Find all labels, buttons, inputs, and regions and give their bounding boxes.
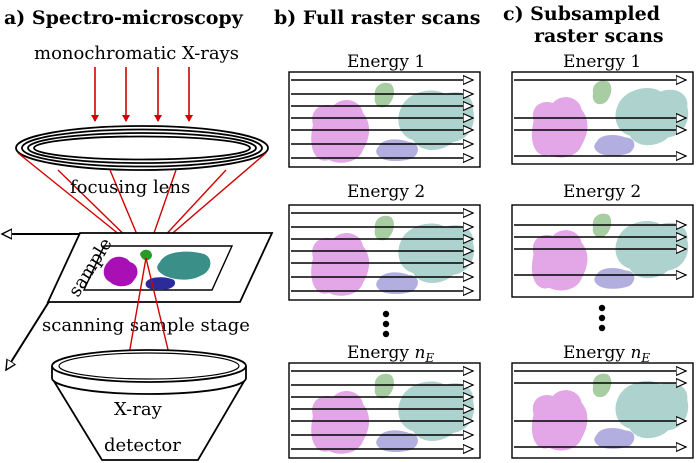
panel-c-scan-energy-1 — [511, 71, 694, 165]
panel-c-scan-energy-2 — [511, 204, 694, 298]
scan-direction-arrow-diagonal — [5, 299, 51, 370]
panel-a-heading: a) Spectro-microscopy — [4, 7, 244, 29]
sample-feature-magenta — [103, 256, 138, 287]
panel-b-scan-energy-nE — [288, 362, 481, 459]
panel-c-heading-line-1: c) Subsampled — [503, 3, 660, 25]
xray-label: monochromatic X-rays — [34, 43, 239, 64]
incoming-xray-arrows — [91, 67, 193, 122]
sample-feature-navy — [145, 277, 176, 290]
lens-label: focusing lens — [70, 177, 190, 198]
sample-feature-green — [140, 249, 152, 261]
panel-c-energy-nE-label: Energy nE — [563, 343, 650, 365]
panel-c-heading-line-2: raster scans — [534, 25, 664, 47]
detector-label-line-1: X-ray — [114, 399, 163, 420]
panel-c-scan-energy-nE — [511, 362, 694, 459]
panel-b-energy-nE-label: Energy nE — [347, 343, 434, 365]
panel-b-energy-1-label: Energy 1 — [347, 52, 425, 72]
panel-b-scan-energy-2 — [288, 204, 481, 301]
focusing-lens — [15, 125, 269, 171]
panel-b-energy-2-label: Energy 2 — [347, 182, 425, 202]
panel-c-energy-2-label: Energy 2 — [563, 182, 641, 202]
panel-b-ellipsis-dots — [382, 310, 390, 338]
panel-c-ellipsis-dots — [598, 304, 606, 332]
stage-label: scanning sample stage — [42, 315, 250, 336]
panel-b-heading: b) Full raster scans — [274, 7, 481, 29]
panel-c-energy-1-label: Energy 1 — [563, 52, 641, 72]
detector-label-line-2: detector — [104, 435, 181, 456]
sample-stage: sample — [46, 232, 274, 303]
xray-detector — [51, 349, 247, 461]
panel-b-scan-energy-1 — [288, 71, 481, 168]
sample-feature-teal — [157, 251, 211, 280]
